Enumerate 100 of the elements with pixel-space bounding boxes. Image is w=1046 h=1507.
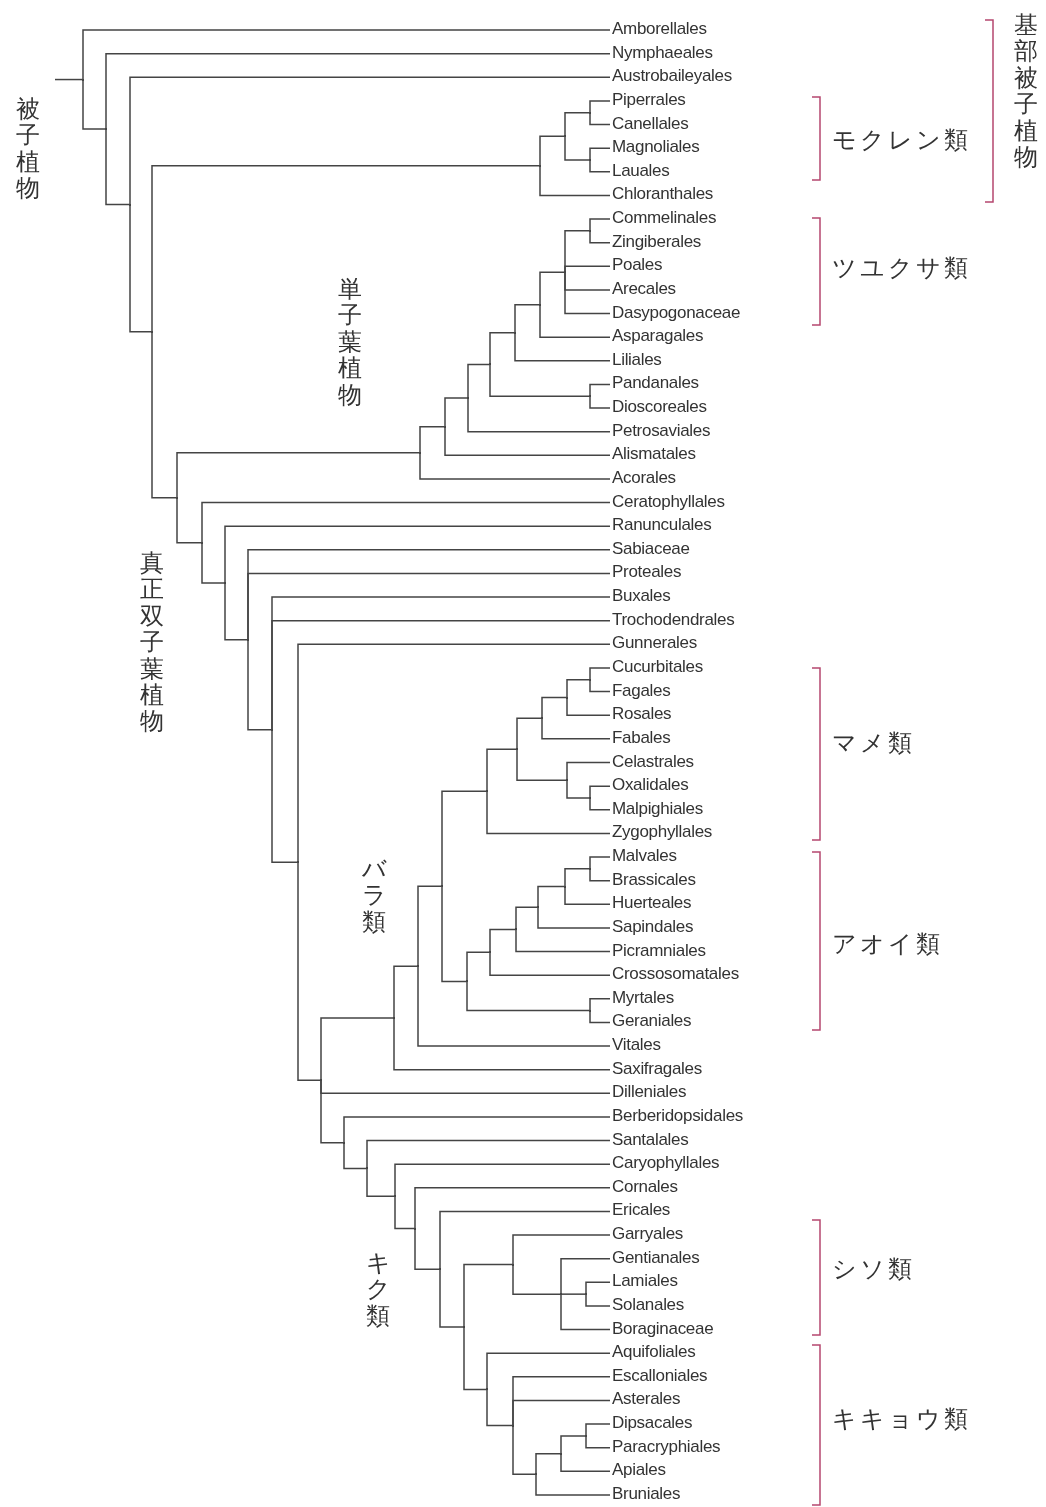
branch-line (512, 1399, 611, 1427)
branch-line (297, 861, 322, 1082)
taxon-name: Zingiberales (612, 231, 701, 252)
taxon-name: Magnoliales (612, 137, 700, 158)
branch-line (82, 29, 611, 81)
branch-line (444, 425, 611, 457)
branch-line (489, 928, 517, 953)
taxon-name: Proteales (612, 562, 682, 583)
taxon-name: Ericales (612, 1200, 671, 1221)
taxon-name: Myrtales (612, 987, 674, 1008)
taxon-name: Dioscoreales (612, 397, 707, 418)
branch-line (419, 452, 611, 480)
taxon-name: Solanales (612, 1294, 684, 1315)
branch-line (414, 1187, 611, 1230)
branch-line (589, 1009, 611, 1024)
branch-line (589, 868, 611, 882)
taxon-name: Piperrales (612, 89, 686, 110)
taxon-name: Boraginaceae (612, 1318, 714, 1339)
branch-line (393, 965, 419, 1019)
branch-line (466, 980, 591, 1012)
branch-line (417, 885, 443, 967)
taxon-name: Chloranthales (612, 184, 713, 205)
branch-line (589, 998, 611, 1012)
branch-line (271, 728, 299, 864)
branch-line (394, 1163, 611, 1198)
clade-label: モクレン類 (832, 125, 971, 156)
branch-line (564, 265, 611, 273)
taxon-name: Malvales (612, 846, 677, 866)
branch-line (566, 679, 591, 699)
branch-line (512, 1424, 537, 1476)
clade-label: キキョウ類 (832, 1404, 971, 1435)
branch-line (441, 885, 468, 983)
branch-line (463, 1326, 488, 1391)
branch-line (366, 1167, 396, 1198)
branch-line (564, 868, 591, 888)
taxon-name: Geraniales (612, 1011, 692, 1032)
branch-line (560, 1435, 587, 1455)
clade-label: 基部被子植物 (1014, 12, 1038, 171)
taxon-name: Gunnerales (612, 633, 697, 654)
taxon-name: Trochodendrales (612, 609, 735, 630)
taxon-name: Pandanales (612, 373, 699, 394)
branch-line (564, 111, 591, 138)
taxon-name: Asparagales (612, 326, 704, 347)
branch-line (564, 271, 611, 315)
taxon-name: Caryophyllales (612, 1153, 720, 1174)
branch-line (560, 1257, 611, 1295)
taxon-name: Oxalidales (612, 775, 689, 796)
branch-line (105, 128, 131, 206)
taxon-name: Brassicales (612, 869, 696, 890)
branch-line (463, 1263, 514, 1328)
branch-line (589, 785, 611, 799)
branch-line (439, 1268, 465, 1328)
branch-line (541, 696, 568, 719)
branch-line (486, 1388, 514, 1427)
taxon-name: Lamiales (612, 1271, 678, 1292)
clade-label: アオイ類 (832, 929, 943, 960)
clade-label: 真正双子葉植物 (140, 550, 164, 735)
branch-line (320, 1079, 345, 1144)
branch-line (343, 1141, 368, 1170)
taxon-name: Petrosaviales (612, 420, 711, 441)
branch-line (151, 331, 178, 499)
branch-line (444, 397, 469, 428)
branch-line (516, 717, 543, 750)
taxon-name: Paracryphiales (612, 1436, 721, 1457)
clade-label: キク類 (366, 1250, 390, 1330)
branch-line (589, 797, 611, 811)
branch-line (417, 965, 611, 1047)
branch-line (320, 1017, 395, 1082)
branch-line (129, 203, 153, 333)
taxon-name: Nymphaeales (612, 42, 713, 63)
branch-line (539, 165, 611, 197)
branch-line (516, 748, 568, 781)
branch-line (129, 76, 611, 206)
branch-line (560, 1293, 611, 1331)
taxon-name: Sabiaceae (612, 538, 690, 559)
branch-line (566, 696, 611, 716)
taxon-name: Escalloniales (612, 1365, 708, 1386)
branch-line (105, 52, 611, 130)
branch-line (271, 620, 611, 731)
clade-label: マメ類 (832, 728, 915, 759)
branch-line (486, 748, 518, 793)
branch-line (224, 582, 249, 641)
branch-line (466, 951, 491, 983)
branch-line (224, 525, 611, 584)
clade-label: シソ類 (832, 1254, 915, 1285)
branch-line (589, 395, 611, 409)
branch-line (247, 572, 611, 641)
taxon-name: Commelinales (612, 208, 717, 229)
branch-line (589, 230, 611, 244)
branch-line (343, 1116, 611, 1144)
branch-line (585, 1293, 611, 1307)
taxon-name: Alismatales (612, 444, 696, 465)
branch-line (535, 1452, 562, 1476)
taxon-name: Arecales (612, 278, 676, 299)
taxon-name: Dasypogonaceae (612, 302, 741, 323)
clade-label: ツユクサ類 (832, 253, 971, 284)
taxon-name: Saxifragales (612, 1058, 702, 1079)
taxon-name: Austrobaileyales (612, 66, 732, 87)
taxon-name: Liliales (612, 349, 662, 370)
branch-line (441, 790, 488, 888)
